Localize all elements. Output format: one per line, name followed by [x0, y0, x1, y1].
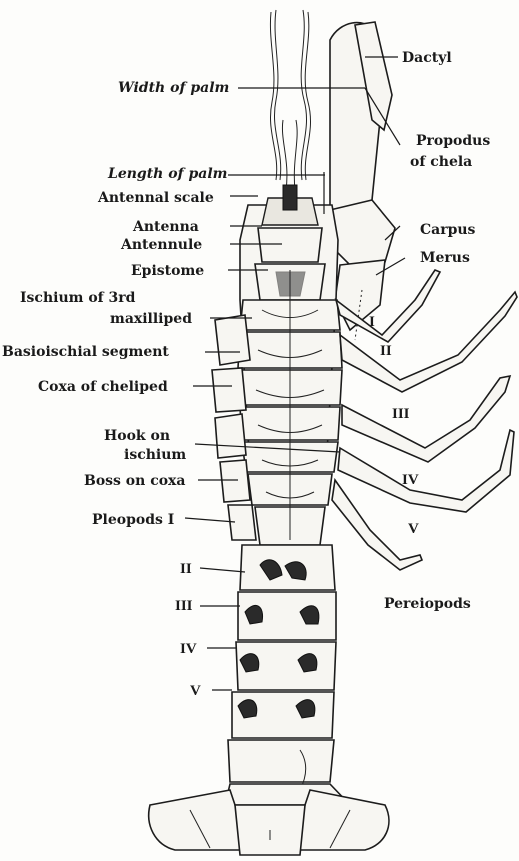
label-pleopods: Pleopods I: [92, 512, 174, 528]
label-antenna: Antenna: [132, 219, 199, 235]
label-merus: Merus: [420, 250, 470, 266]
cephalothorax: [212, 185, 342, 545]
label-ischium-line2: maxilliped: [110, 311, 192, 327]
pereiopod-numeral-1: I: [369, 314, 375, 330]
label-carpus: Carpus: [420, 222, 476, 238]
pleopod-numeral-3: III: [175, 598, 193, 614]
pleopod-numeral-5: V: [190, 683, 201, 699]
label-coxa-of-cheliped: Coxa of cheliped: [38, 379, 168, 395]
label-antennal-scale: Antennal scale: [97, 190, 214, 206]
pereiopod-numeral-4: IV: [402, 472, 419, 488]
pleopod-numeral-2: II: [180, 561, 192, 577]
label-antennule: Antennule: [120, 237, 202, 253]
pereiopod-numeral-2: II: [380, 343, 392, 359]
label-basioischial-segment: Basioischial segment: [2, 344, 169, 360]
label-width-of-palm: Width of palm: [118, 80, 229, 96]
label-length-of-palm: Length of palm: [107, 166, 227, 182]
label-propodus-line2: of chela: [410, 154, 472, 170]
label-ischium-line1: Ischium of 3rd: [20, 290, 136, 306]
label-pereiopods: Pereiopods: [384, 596, 471, 612]
antennae-flagella: [270, 10, 310, 190]
label-dactyl: Dactyl: [402, 50, 452, 66]
label-hook-line2: ischium: [124, 447, 186, 463]
label-propodus-line1: Propodus: [416, 133, 490, 149]
abdomen: [228, 545, 336, 790]
pereiopod-numeral-5: V: [408, 521, 419, 537]
label-epistome: Epistome: [131, 263, 204, 279]
label-boss-on-coxa: Boss on coxa: [84, 473, 185, 489]
tail-fan: [149, 784, 389, 855]
label-hook-line1: Hook on: [104, 428, 170, 444]
pereiopod-numeral-3: III: [392, 406, 410, 422]
cheliped: [330, 22, 395, 340]
pleopod-numeral-4: IV: [180, 641, 197, 657]
